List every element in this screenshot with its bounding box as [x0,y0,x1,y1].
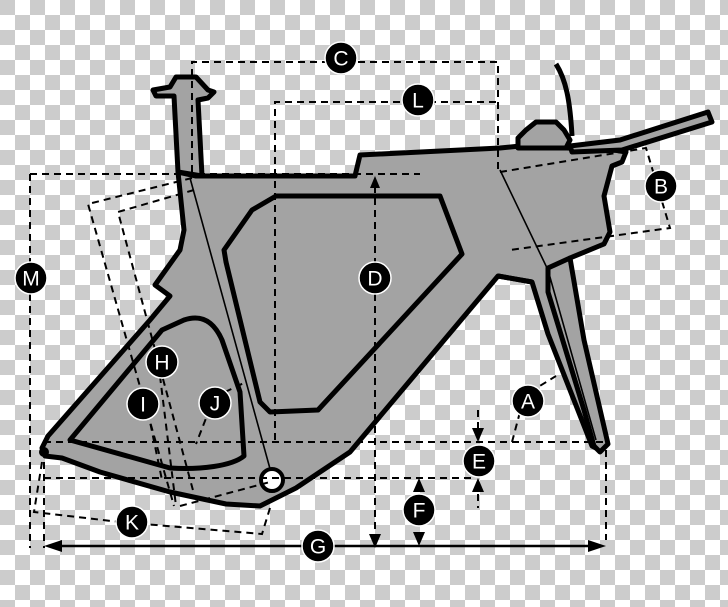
badge-e-text: E [472,451,486,474]
arrow-f-top-icon [413,478,425,492]
dim-line-j [224,381,247,393]
arrow-d-top-icon [370,176,380,188]
badge-m-text: M [22,268,40,291]
aerobar-extension [567,109,715,155]
badge-g: G [301,529,335,563]
badge-g-text: G [310,536,326,559]
arrow-f-bottom-icon [413,532,425,546]
badge-m: M [14,261,48,295]
badge-k: K [115,505,149,539]
badge-h-text: H [154,352,169,375]
badge-d-text: D [367,268,382,291]
badge-j: J [198,386,232,420]
badge-d: D [358,261,392,295]
arrow-g-right-icon [588,540,606,552]
main-triangle-opening [221,193,465,415]
badge-h: H [145,345,179,379]
badge-a: A [511,384,545,418]
fork-gap [497,273,533,285]
rear-triangle-opening [67,315,247,471]
arrow-e-top-icon [472,428,484,442]
bike-frame [39,62,715,509]
badge-c-text: C [333,48,348,71]
dim-line-b [499,146,672,251]
badge-l: L [401,83,435,117]
badge-j-text: J [210,393,221,416]
badge-f-text: F [413,500,426,523]
stem-cap [515,119,573,151]
arrow-d-bottom-icon [369,534,381,548]
badge-f: F [402,493,436,527]
badge-l-text: L [412,90,424,113]
seat-tube-line [189,177,273,477]
head-tube-line [499,169,597,441]
badge-b-text: B [654,176,668,199]
rear-dropout [39,447,49,457]
dim-line-c [191,61,499,172]
badge-i: I [126,387,160,421]
badge-b: B [644,169,678,203]
dim-line-seat-angle-inner [116,189,195,495]
badge-e: E [462,444,496,478]
frame-main-body [39,143,629,509]
badge-a-text: A [521,391,535,414]
fork-leg [545,255,611,455]
dim-line-bb-leader [179,481,271,507]
arrow-g-left-icon [44,540,62,552]
badge-i-text: I [140,394,146,417]
arrow-e-bottom-icon [472,478,484,492]
seat-post [150,74,217,179]
badge-c: C [324,41,358,75]
shifter-cable [553,62,575,137]
bottom-bracket [259,467,285,493]
badge-k-text: K [125,512,139,535]
